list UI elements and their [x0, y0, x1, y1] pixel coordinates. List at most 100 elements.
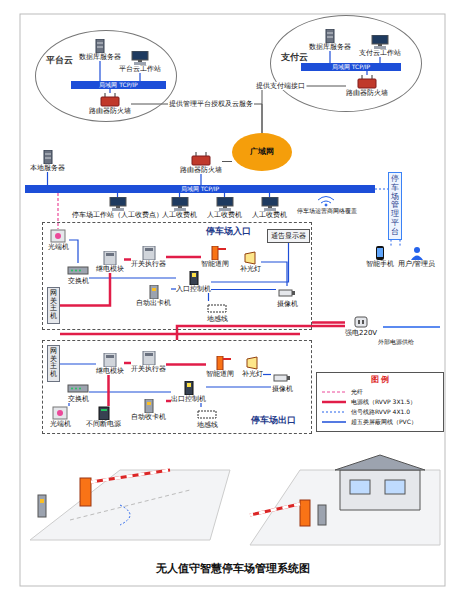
lane-region: 停车场出口光端机交换机网关主机继电模块开关执行器不间断电源自动收卡机出口控制机智…	[42, 340, 312, 434]
drawn-shape	[45, 158, 51, 159]
node-label: 摄像机	[276, 300, 298, 308]
drawn-shape	[152, 288, 156, 291]
node-label: 平台云工作站	[119, 65, 161, 73]
legend-text: 电源线（RVVP 3X1.5）	[351, 398, 416, 406]
connector	[47, 172, 48, 185]
router-node: 路由器防火墙	[180, 152, 222, 174]
node-label: 光端机	[47, 243, 69, 251]
node-label: 停车场工作站（人工收费点）	[72, 211, 163, 219]
optical-terminal: 光端机	[47, 229, 69, 251]
legend-line	[322, 412, 346, 413]
drawn-shape	[53, 407, 67, 419]
node-label: 地感线	[196, 421, 218, 429]
drawn-shape	[318, 505, 326, 525]
drawn-shape	[120, 505, 130, 525]
lane-region: 停车场入口光端机交换机网关主机继电模块开关执行器自动出卡机入口控制机智能道闸地感…	[42, 222, 312, 330]
module-node: 继电模块	[96, 251, 124, 273]
connector	[109, 89, 110, 93]
device-icon	[47, 229, 69, 243]
gateway-box: 网关主机	[47, 345, 60, 382]
drawn-shape	[325, 204, 327, 206]
legend-sample	[321, 409, 347, 415]
device-icon	[209, 356, 231, 370]
drawn-shape	[326, 29, 334, 43]
drawn-shape	[268, 206, 272, 208]
cloud-region: 支付云数据库服务器支付云工作站路由器防火墙局域网 TCP/IP	[270, 15, 422, 112]
drawn-shape	[110, 197, 126, 206]
device-icon	[67, 263, 89, 277]
connector	[89, 391, 171, 392]
node-label: 补光灯	[239, 265, 261, 273]
drawn-shape	[106, 355, 114, 358]
page-frame	[20, 14, 445, 586]
ups-node: 不间断电源	[86, 406, 121, 428]
region-title: 停车场出口	[251, 415, 296, 426]
device-icon	[369, 246, 391, 260]
device-icon	[67, 381, 89, 395]
connector	[166, 363, 206, 366]
node-label: 局域网 TCP/IP	[301, 63, 401, 71]
phone-node: 智能手机	[366, 246, 394, 268]
drawn-shape	[145, 353, 153, 356]
drawn-shape	[377, 248, 383, 257]
drawn-shape	[217, 356, 223, 370]
drawn-shape	[138, 60, 142, 62]
drawn-shape	[340, 470, 420, 510]
edge-label: 提供支付端接口	[255, 82, 306, 90]
connector	[107, 375, 110, 406]
device-icon	[259, 197, 281, 211]
legend-title: 图 例	[317, 375, 443, 385]
connector	[375, 189, 388, 190]
drawn-shape	[217, 197, 233, 206]
connector	[69, 240, 78, 263]
drawn-shape	[178, 206, 182, 208]
node-label: 路由器防火墙	[180, 166, 222, 174]
node-label: 路由器防火墙	[89, 107, 131, 115]
node-label: 地感线	[206, 315, 228, 323]
drawn-shape	[97, 43, 103, 44]
loop-detector: 地感线	[196, 407, 218, 429]
drawn-shape	[206, 152, 207, 156]
node-label: 人工收费机	[252, 211, 287, 219]
device-icon	[107, 197, 129, 211]
drawn-shape	[300, 500, 310, 526]
switch-node: 交换机	[67, 381, 89, 403]
workstation-node: 停车场工作站（人工收费点）	[72, 197, 163, 219]
network-bus: 局域网 TCP/IP	[301, 63, 401, 71]
drawn-shape	[101, 409, 107, 411]
node-label: 不间断电源	[86, 420, 121, 428]
node-label: 路由器防火墙	[346, 89, 388, 97]
drawn-shape	[105, 93, 106, 97]
drawn-shape	[30, 470, 230, 540]
device-icon	[183, 271, 205, 285]
power-line	[60, 333, 300, 336]
node-label: 用户/管理员	[398, 260, 435, 268]
drawn-shape	[262, 197, 278, 206]
legend-text: 信号线路RVVP 4X1.0	[351, 408, 410, 416]
module-node: 开关执行器	[131, 351, 166, 373]
node-label: 本地服务器	[30, 164, 65, 172]
node-label: 通告显示器	[271, 232, 306, 240]
node-label: 交换机	[67, 277, 89, 285]
node-label: 广域网	[250, 147, 274, 157]
device-icon	[89, 39, 111, 53]
drawn-shape	[79, 388, 81, 390]
connector	[224, 193, 225, 197]
camera-node: 摄像机	[276, 286, 298, 308]
drawn-shape	[250, 504, 300, 515]
drawn-shape	[116, 206, 120, 208]
legend-sample	[321, 399, 347, 405]
drawn-shape	[80, 478, 91, 506]
device-icon	[138, 351, 160, 365]
device-icon	[204, 246, 226, 260]
drawn-shape	[355, 317, 367, 327]
drawn-shape	[187, 383, 191, 387]
drawn-shape	[38, 495, 46, 517]
legend-row: 光纤	[321, 388, 441, 396]
drawn-shape	[372, 35, 388, 44]
connector	[211, 289, 276, 290]
connector	[89, 277, 176, 278]
connector	[200, 403, 201, 407]
drawn-shape	[40, 499, 44, 503]
